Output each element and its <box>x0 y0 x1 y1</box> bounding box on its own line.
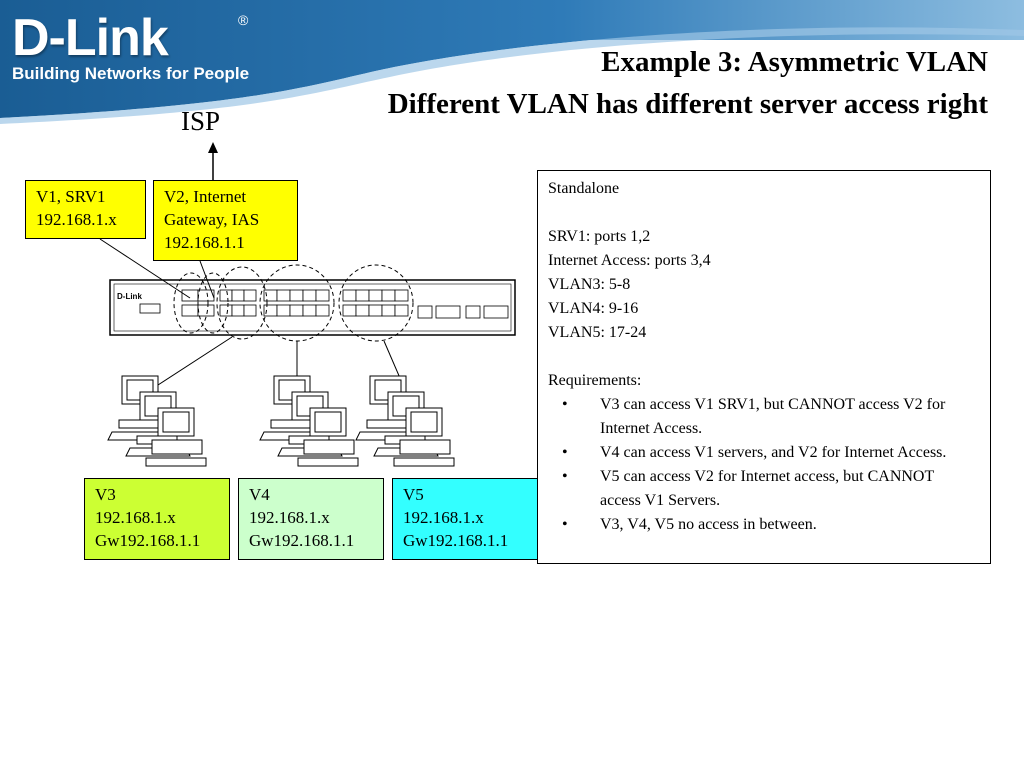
bullet-icon: • <box>562 516 568 533</box>
vlan-box-line: V1, SRV1 <box>36 187 106 206</box>
vlan-box-v1: V1, SRV1 192.168.1.x <box>25 180 146 239</box>
slide-subtitle: Different VLAN has different server acce… <box>387 88 988 120</box>
vlan-box-v4: V4 192.168.1.x Gw192.168.1.1 <box>238 478 384 560</box>
isp-label: ISP <box>181 106 221 136</box>
vlan-box-line: Gw192.168.1.1 <box>249 531 355 550</box>
dlink-logo: D-Link <box>12 9 169 67</box>
header: D-Link ® Building Networks for People Ex… <box>0 0 1024 120</box>
vlan-box-v3: V3 192.168.1.x Gw192.168.1.1 <box>84 478 230 560</box>
config-line: SRV1: ports 1,2 <box>548 228 651 245</box>
vlan-box-v2: V2, Internet Gateway, IAS 192.168.1.1 <box>153 180 298 261</box>
requirement-item: •V4 can access V1 servers, and V2 for In… <box>548 441 980 465</box>
header-banner <box>0 0 1024 125</box>
computer-group-v5 <box>355 375 455 467</box>
mode-text: Standalone <box>548 180 620 197</box>
vlan-box-line: V2, Internet <box>164 187 247 206</box>
vlan-box-line: 192.168.1.x <box>249 508 330 527</box>
vlan-box-line: Gateway, IAS <box>164 210 260 229</box>
computer-icon <box>297 407 359 467</box>
computer-group-v4 <box>259 375 359 467</box>
vlan-box-line: 192.168.1.x <box>36 210 117 229</box>
registered-mark: ® <box>238 12 249 28</box>
config-line: VLAN4: 9-16 <box>548 300 639 317</box>
vlan-box-line: V3 <box>95 485 116 504</box>
vlan-box-line: V5 <box>403 485 424 504</box>
slide-title: Example 3: Asymmetric VLAN <box>601 46 988 78</box>
vlan-box-line: 192.168.1.x <box>95 508 176 527</box>
vlan-box-v5: V5 192.168.1.x Gw192.168.1.1 <box>392 478 538 560</box>
bullet-icon: • <box>562 396 568 413</box>
logo-tagline: Building Networks for People <box>12 64 250 83</box>
info-panel: Standalone SRV1: ports 1,2 Internet Acce… <box>537 170 991 564</box>
switch-brand: D-Link <box>117 292 142 301</box>
vlan-box-line: 192.168.1.x <box>403 508 484 527</box>
computer-icon <box>145 407 207 467</box>
vlan-box-line: V4 <box>249 485 270 504</box>
requirements-list: •V3 can access V1 SRV1, but CANNOT acces… <box>548 393 980 537</box>
switch-device <box>99 238 516 386</box>
config-line: VLAN3: 5-8 <box>548 276 631 293</box>
config-line: Internet Access: ports 3,4 <box>548 252 711 269</box>
vlan-box-line: Gw192.168.1.1 <box>95 531 201 550</box>
vlan-box-line: Gw192.168.1.1 <box>403 531 509 550</box>
computer-icon <box>393 407 455 467</box>
requirements-title: Requirements: <box>548 372 642 389</box>
switch-ports <box>181 289 509 319</box>
computer-group-v3 <box>107 375 207 467</box>
requirement-item: •V5 can access V2 for Internet access, b… <box>548 465 980 513</box>
config-line: VLAN5: 17-24 <box>548 324 647 341</box>
bullet-icon: • <box>562 444 568 461</box>
bullet-icon: • <box>562 468 568 485</box>
requirement-item: •V3 can access V1 SRV1, but CANNOT acces… <box>548 393 980 441</box>
isp-arrowhead <box>208 142 218 153</box>
vlan-box-line: 192.168.1.1 <box>164 233 245 252</box>
requirement-item: •V3, V4, V5 no access in between. <box>548 513 980 537</box>
connection-lines <box>99 238 404 386</box>
